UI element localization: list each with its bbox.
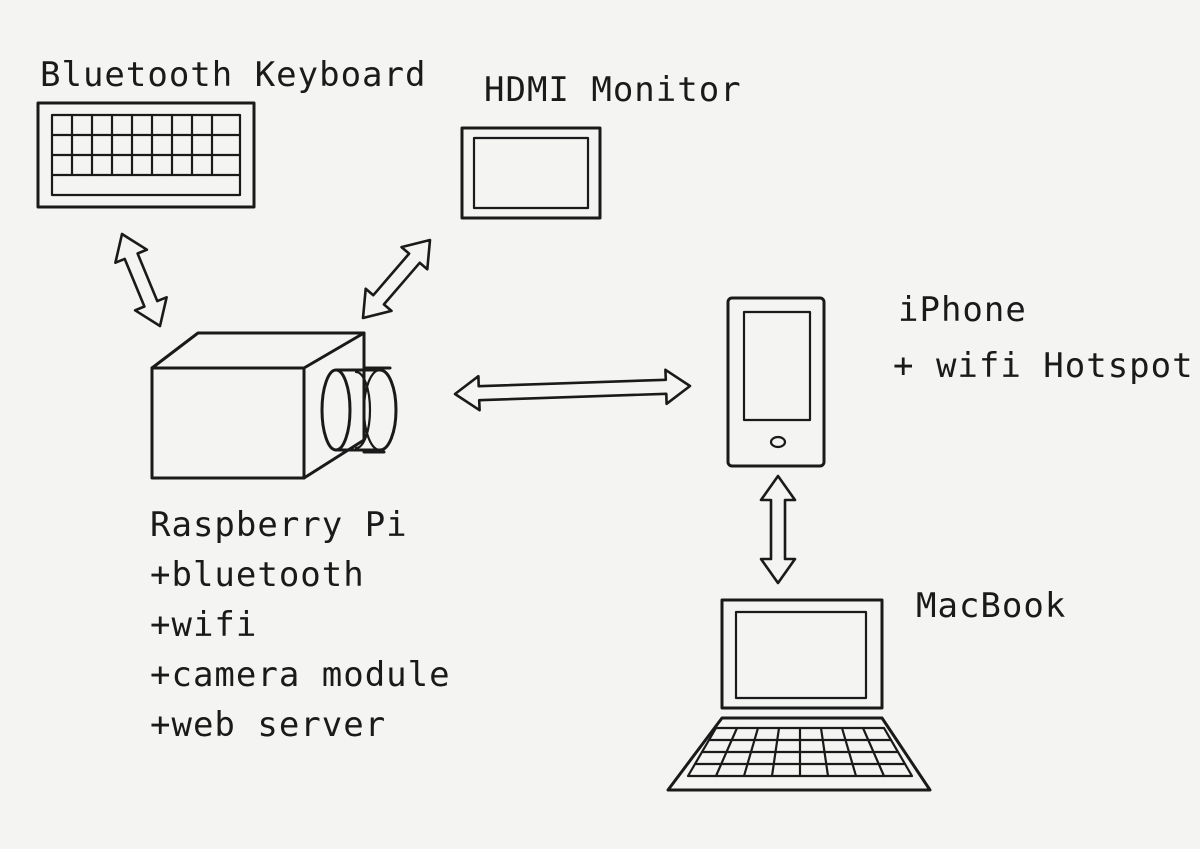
macbook-label: MacBook <box>916 586 1067 626</box>
raspberry-pi-label: Raspberry Pi +bluetooth +wifi +camera mo… <box>150 500 451 750</box>
pi-feature-camera: +camera module <box>150 655 451 695</box>
arrow-pi-to-iphone <box>453 368 692 412</box>
pi-feature-webserver: +web server <box>150 705 387 745</box>
monitor-icon <box>460 126 602 220</box>
iphone-label: iPhone <box>898 290 1027 330</box>
iphone-icon <box>726 296 826 468</box>
pi-feature-bluetooth: +bluetooth <box>150 555 365 595</box>
iphone-hotspot-label: + wifi Hotspot <box>893 346 1194 386</box>
pi-feature-wifi: +wifi <box>150 605 258 645</box>
arrow-monitor-to-pi <box>361 238 432 320</box>
pi-label-title: Raspberry Pi <box>150 505 408 545</box>
raspberry-pi-camera-icon <box>150 331 398 480</box>
monitor-label: HDMI Monitor <box>484 70 742 110</box>
arrow-iphone-to-macbook <box>759 474 797 585</box>
macbook-icon <box>666 598 932 792</box>
keyboard-label: Bluetooth Keyboard <box>40 55 427 95</box>
keyboard-icon <box>36 101 256 209</box>
arrow-keyboard-to-pi <box>114 232 168 328</box>
